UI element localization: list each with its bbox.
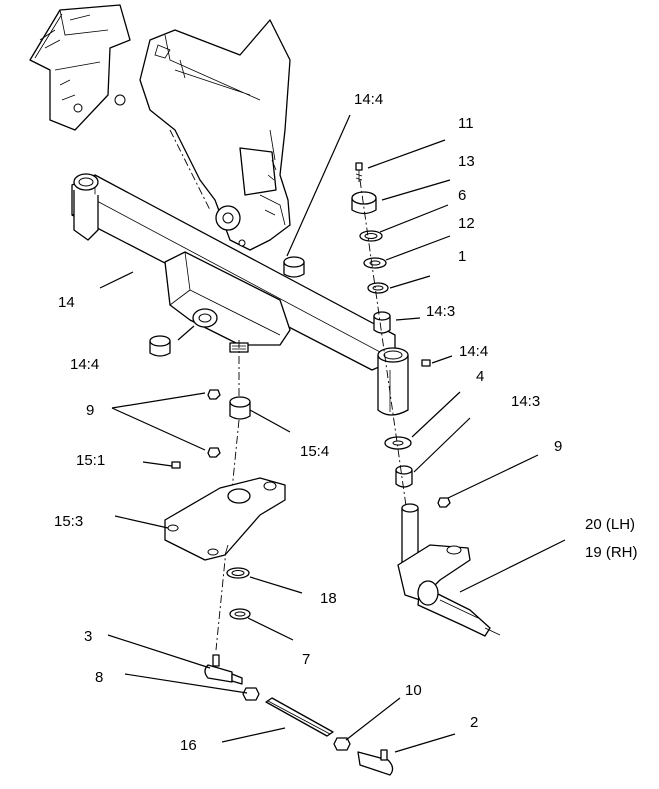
washer-12 <box>363 257 387 269</box>
label-15-3: 15:3 <box>54 513 83 530</box>
label-14-3-mid: 14:3 <box>511 393 540 410</box>
bolt-11 <box>355 162 363 182</box>
grease-fitting-15-1 <box>171 461 181 469</box>
spindle-centerline <box>359 179 409 521</box>
label-2: 2 <box>470 714 478 731</box>
label-1: 1 <box>458 248 466 265</box>
callout-labels: 14:4 11 13 6 12 1 14:3 14 14:4 14:4 4 9 … <box>54 91 638 754</box>
label-16: 16 <box>180 737 197 754</box>
label-14: 14 <box>58 294 75 311</box>
jam-nut-8 <box>242 687 260 701</box>
label-14-3-top: 14:3 <box>426 303 455 320</box>
bushing-14-3-mid <box>395 465 413 488</box>
tie-rod-end-2 <box>357 749 394 776</box>
label-4: 4 <box>476 368 484 385</box>
nut-9-lower <box>207 447 221 458</box>
bushing-14-4-left <box>149 335 171 357</box>
label-12: 12 <box>458 215 475 232</box>
label-13: 13 <box>458 153 475 170</box>
bushing-14-4-top <box>283 256 305 278</box>
snap-ring-6 <box>359 230 383 242</box>
axle-beam <box>71 173 409 416</box>
label-20-lh: 20 (LH) <box>585 516 635 533</box>
bushing-15-4 <box>229 396 251 420</box>
washer-18 <box>226 567 250 579</box>
spindle-19-20 <box>397 503 501 637</box>
label-14-4-right: 14:4 <box>459 343 488 360</box>
tractor-frame <box>29 4 291 251</box>
grease-fitting-14-4 <box>421 359 431 367</box>
label-9-right: 9 <box>554 438 562 455</box>
label-7: 7 <box>302 651 310 668</box>
washer-1 <box>367 282 389 294</box>
jam-nut-10 <box>333 737 351 751</box>
label-9-left: 9 <box>86 402 94 419</box>
nut-9-upper <box>207 389 221 400</box>
label-3: 3 <box>84 628 92 645</box>
label-6: 6 <box>458 187 466 204</box>
snap-ring-7 <box>229 608 251 620</box>
nut-9-right <box>437 497 451 508</box>
label-19-rh: 19 (RH) <box>585 544 638 561</box>
label-14-4-left: 14:4 <box>70 356 99 373</box>
label-11: 11 <box>458 115 474 132</box>
tie-rod-end-3 <box>204 654 243 685</box>
label-15-1: 15:1 <box>76 452 105 469</box>
label-10: 10 <box>405 682 422 699</box>
tie-rod-16 <box>265 697 334 737</box>
steering-arm-15-3 <box>164 477 286 561</box>
label-18: 18 <box>320 590 337 607</box>
label-8: 8 <box>95 669 103 686</box>
cap-13 <box>351 191 377 215</box>
label-14-4-top: 14:4 <box>354 91 383 108</box>
label-15-4: 15:4 <box>300 443 329 460</box>
bushing-14-3-top <box>373 311 391 334</box>
washer-4 <box>384 436 412 450</box>
leader-lines <box>99 114 566 753</box>
